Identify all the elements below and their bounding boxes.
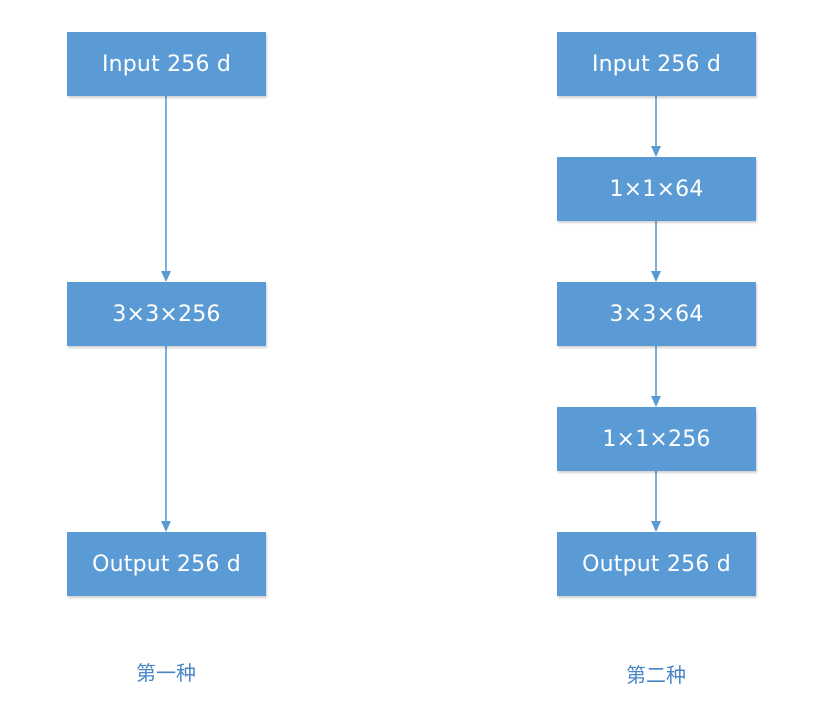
left-caption: 第一种 xyxy=(136,661,196,685)
left-input-node: Input 256 d xyxy=(67,32,266,96)
right-arrow-conv1-to-conv2 xyxy=(651,221,661,282)
right-conv-3x3x64-node: 3×3×64 xyxy=(557,282,756,346)
right-input-node: Input 256 d xyxy=(557,32,756,96)
left-conv-label: 3×3×256 xyxy=(112,301,221,327)
right-conv1-label: 1×1×64 xyxy=(609,176,704,202)
right-output-label: Output 256 d xyxy=(582,551,731,577)
right-conv2-label: 3×3×64 xyxy=(609,301,704,327)
left-output-node: Output 256 d xyxy=(67,532,266,596)
right-conv3-label: 1×1×256 xyxy=(602,426,711,452)
left-input-label: Input 256 d xyxy=(101,51,232,77)
right-conv-1x1x64-node: 1×1×64 xyxy=(557,157,756,221)
left-arrow-conv-to-output xyxy=(161,346,171,532)
right-arrow-conv2-to-conv3 xyxy=(651,346,661,407)
left-output-label: Output 256 d xyxy=(92,551,241,577)
right-output-node: Output 256 d xyxy=(557,532,756,596)
right-conv-1x1x256-node: 1×1×256 xyxy=(557,407,756,471)
right-input-label: Input 256 d xyxy=(591,51,722,77)
right-caption: 第二种 xyxy=(626,663,686,687)
left-conv-3x3x256-node: 3×3×256 xyxy=(67,282,266,346)
right-arrow-conv3-to-output xyxy=(651,471,661,532)
left-arrow-input-to-conv xyxy=(161,96,171,282)
right-arrow-input-to-conv1 xyxy=(651,96,661,157)
